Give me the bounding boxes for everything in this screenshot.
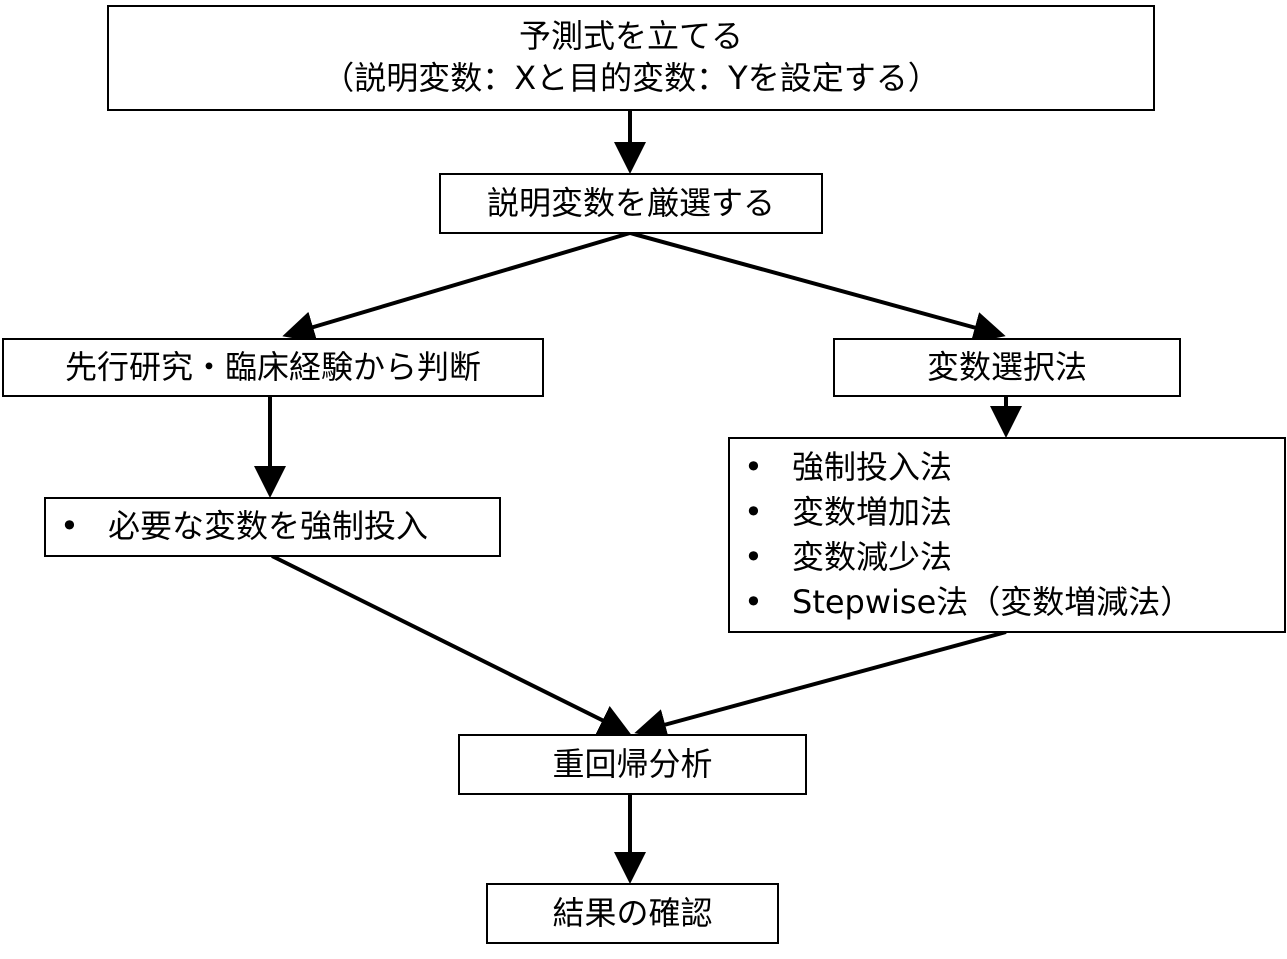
arrow-force-to-regression — [271, 554, 632, 735]
list-item: • 変数増加法 — [744, 490, 952, 535]
node-selection-method: 変数選択法 — [833, 338, 1181, 397]
node-selection-method-label: 変数選択法 — [926, 347, 1087, 386]
arrow-select-to-method — [629, 231, 1006, 344]
list-item-label: Stepwise法（変数増減法） — [792, 582, 1193, 621]
node-predict-line2: （説明変数：Xと目的変数：Yを設定する） — [322, 59, 940, 97]
list-item: • 必要な変数を強制投入 — [60, 506, 428, 548]
node-confirm-label: 結果の確認 — [552, 893, 713, 932]
node-methods-list: • 強制投入法 • 変数増加法 • 変数減少法 • Stepwise法（変数増減法） — [728, 437, 1286, 633]
node-select-vars-label: 説明変数を厳選する — [486, 183, 775, 222]
node-predict: 予測式を立てる （説明変数：Xと目的変数：Yを設定する） — [107, 5, 1155, 111]
node-regression: 重回帰分析 — [458, 734, 807, 795]
node-predict-line1: 予測式を立てる — [518, 17, 743, 56]
list-item: • Stepwise法（変数増減法） — [744, 580, 1192, 625]
list-item: • 強制投入法 — [744, 445, 952, 490]
arrow-list-to-regression — [634, 630, 1007, 741]
bullet: • — [60, 507, 79, 546]
node-prior-research: 先行研究・臨床経験から判断 — [2, 338, 544, 397]
bullet: • — [744, 448, 763, 487]
list-item-label: 必要な変数を強制投入 — [108, 507, 429, 546]
node-prior-research-label: 先行研究・臨床経験から判断 — [64, 347, 481, 386]
bullet: • — [744, 538, 763, 576]
list-item: • 変数減少法 — [744, 535, 952, 580]
node-select-vars: 説明変数を厳選する — [439, 173, 823, 234]
node-force-needed: • 必要な変数を強制投入 — [44, 497, 501, 557]
node-regression-label: 重回帰分析 — [552, 744, 713, 783]
node-confirm: 結果の確認 — [486, 883, 779, 944]
bullet: • — [744, 493, 763, 532]
list-item-label: 変数減少法 — [792, 538, 953, 576]
bullet: • — [744, 582, 763, 621]
arrow-select-to-prior — [282, 231, 631, 343]
list-item-label: 強制投入法 — [792, 448, 953, 487]
list-item-label: 変数増加法 — [792, 493, 953, 532]
